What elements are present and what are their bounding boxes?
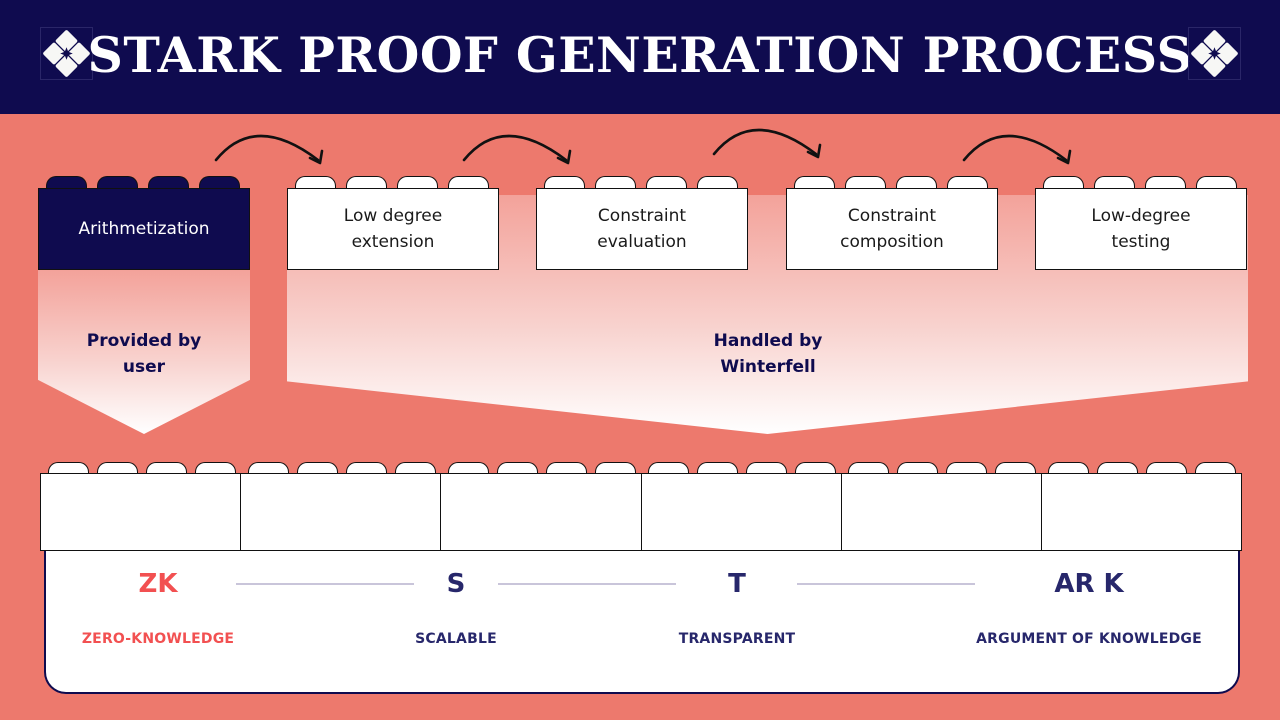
step-brick-arithmetization: Arithmetization bbox=[38, 176, 250, 270]
acronym-ark: AR K bbox=[1054, 569, 1124, 599]
wide-brick-cell bbox=[842, 474, 1042, 550]
meaning-scalable: SCALABLE bbox=[415, 631, 497, 647]
brick-studs bbox=[287, 176, 499, 190]
meaning-argument-of-knowledge: ARGUMENT OF KNOWLEDGE bbox=[976, 631, 1202, 647]
wide-brick-row bbox=[40, 473, 1242, 551]
handled-by-winterfell-label: Handled by Winterfell bbox=[713, 331, 823, 377]
step-label: Constraint composition bbox=[786, 188, 998, 270]
curved-arrow-icon bbox=[962, 134, 1072, 165]
wide-brick-cell bbox=[241, 474, 442, 550]
logo-icon bbox=[1188, 27, 1241, 80]
step-brick-constraint-evaluation: Constraint evaluation bbox=[536, 176, 748, 270]
header-bar: STARK PROOF GENERATION PROCESS bbox=[0, 0, 1280, 114]
wide-brick-cell bbox=[642, 474, 842, 550]
brick-studs bbox=[38, 176, 250, 190]
curved-arrow-icon bbox=[712, 128, 822, 159]
brick-studs bbox=[536, 176, 748, 190]
wide-brick-studs bbox=[40, 462, 1242, 476]
divider-line bbox=[498, 583, 676, 585]
curved-arrow-icon bbox=[462, 134, 572, 165]
acronym-zk: ZK bbox=[138, 569, 178, 599]
meaning-zero-knowledge: ZERO-KNOWLEDGE bbox=[81, 631, 235, 647]
divider-line bbox=[236, 583, 414, 585]
step-label: Arithmetization bbox=[38, 188, 250, 270]
step-brick-low-degree-testing: Low-degree testing bbox=[1035, 176, 1247, 270]
wide-brick-cell bbox=[41, 474, 242, 550]
wide-brick-cell bbox=[1042, 474, 1241, 550]
divider-line bbox=[797, 583, 975, 585]
step-brick-low-degree-extension: Low degree extension bbox=[287, 176, 499, 270]
page-title: STARK PROOF GENERATION PROCESS bbox=[87, 26, 1193, 84]
wide-brick-cell bbox=[441, 474, 642, 550]
stark-acronym-card bbox=[44, 550, 1240, 694]
step-label: Constraint evaluation bbox=[536, 188, 748, 270]
brick-studs bbox=[1035, 176, 1247, 190]
meaning-transparent: TRANSPARENT bbox=[678, 631, 796, 647]
step-brick-constraint-composition: Constraint composition bbox=[786, 176, 998, 270]
step-label: Low degree extension bbox=[287, 188, 499, 270]
step-label: Low-degree testing bbox=[1035, 188, 1247, 270]
acronym-s: S bbox=[446, 569, 466, 599]
provided-by-user-label: Provided by user bbox=[86, 331, 202, 377]
curved-arrow-icon bbox=[214, 134, 324, 165]
brick-studs bbox=[786, 176, 998, 190]
logo-icon bbox=[40, 27, 93, 80]
acronym-t: T bbox=[728, 569, 746, 599]
